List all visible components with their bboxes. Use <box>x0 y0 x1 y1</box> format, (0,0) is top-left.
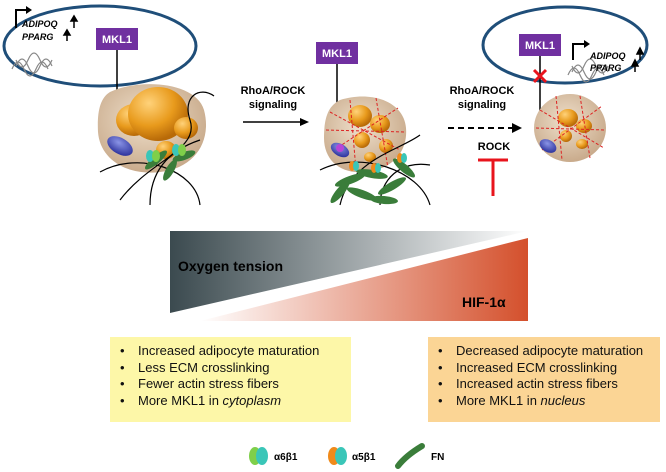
nucleus-left: ADIPOQ PPARG MKL1 <box>2 4 198 88</box>
inhibitor-icon <box>478 158 508 196</box>
integrin-a6b1-icon <box>249 447 268 465</box>
signaling-left-line1: RhoA/ROCK <box>241 85 306 97</box>
hif-label: HIF-1α <box>462 294 506 310</box>
dna-icon-right <box>567 58 609 83</box>
list-item: Increased actin stress fibers <box>438 376 652 393</box>
gene-label-pparg-right: PPARG <box>590 63 621 73</box>
stress-fibers <box>325 97 407 171</box>
mkl1-box-right <box>519 34 561 56</box>
signaling-arrow-right: RhoA/ROCK signaling <box>448 85 522 133</box>
oxygen-gradient <box>170 231 528 313</box>
legend-label-a6b1: α6β1 <box>274 452 298 463</box>
integrin-a5b1-icon <box>328 447 347 465</box>
promoter-arrow-icon-right <box>572 43 586 60</box>
mkl1-box-left <box>96 28 138 50</box>
up-arrow-icon <box>62 14 79 41</box>
list-item: More MKL1 in cytoplasm <box>120 393 343 410</box>
list-item: Fewer actin stress fibers <box>120 376 343 393</box>
mkl1-label-left: MKL1 <box>102 34 132 46</box>
legend: α6β1 α5β1 FN <box>249 443 444 469</box>
gene-label-adipoq: ADIPOQ <box>21 19 58 29</box>
list-item: Decreased adipocyte maturation <box>438 343 652 360</box>
adipocyte-middle <box>319 96 431 206</box>
oxygen-label: Oxygen tension <box>178 258 283 274</box>
signaling-right-line1: RhoA/ROCK <box>450 85 515 97</box>
signaling-arrow-left: RhoA/ROCK signaling <box>241 85 309 126</box>
signaling-right-line2: signaling <box>458 99 506 111</box>
promoter-arrow-icon <box>15 9 28 28</box>
summary-box-normoxia: Increased adipocyte maturation Less ECM … <box>110 337 351 422</box>
integrin-a6b1 <box>146 144 186 162</box>
fibronectin-icon <box>395 443 425 469</box>
legend-label-fn: FN <box>431 452 444 463</box>
ecm-fibers <box>99 91 215 206</box>
list-item: Increased ECM crosslinking <box>438 360 652 377</box>
gene-label-pparg: PPARG <box>22 32 53 42</box>
summary-list-right: Decreased adipocyte maturation Increased… <box>438 343 652 409</box>
summary-list-left: Increased adipocyte maturation Less ECM … <box>120 343 343 409</box>
adipocyte-left <box>97 84 215 206</box>
up-arrow-icon-right <box>630 46 645 72</box>
integrin-a5b1-middle <box>349 153 407 173</box>
list-item: Increased adipocyte maturation <box>120 343 343 360</box>
list-item: More MKL1 in nucleus <box>438 393 652 410</box>
mkl1-label-right: MKL1 <box>525 40 555 52</box>
list-item: Less ECM crosslinking <box>120 360 343 377</box>
gene-label-adipoq-right: ADIPOQ <box>589 51 626 61</box>
nucleus-right: MKL1 ADIPOQ PPARG <box>481 5 649 85</box>
hif-gradient <box>200 238 528 321</box>
adipocyte-right <box>534 94 607 162</box>
mkl1-box-middle <box>316 42 358 64</box>
cell-nucleus <box>107 136 133 156</box>
rock-label: ROCK <box>478 141 510 153</box>
legend-label-a5b1: α5β1 <box>352 452 376 463</box>
summary-box-hypoxia: Decreased adipocyte maturation Increased… <box>428 337 660 422</box>
block-x-icon-right <box>532 68 548 84</box>
dna-icon <box>11 52 53 77</box>
fibronectin-middle <box>330 158 416 205</box>
signaling-left-line2: signaling <box>249 99 297 111</box>
mkl1-label-middle: MKL1 <box>322 48 352 60</box>
